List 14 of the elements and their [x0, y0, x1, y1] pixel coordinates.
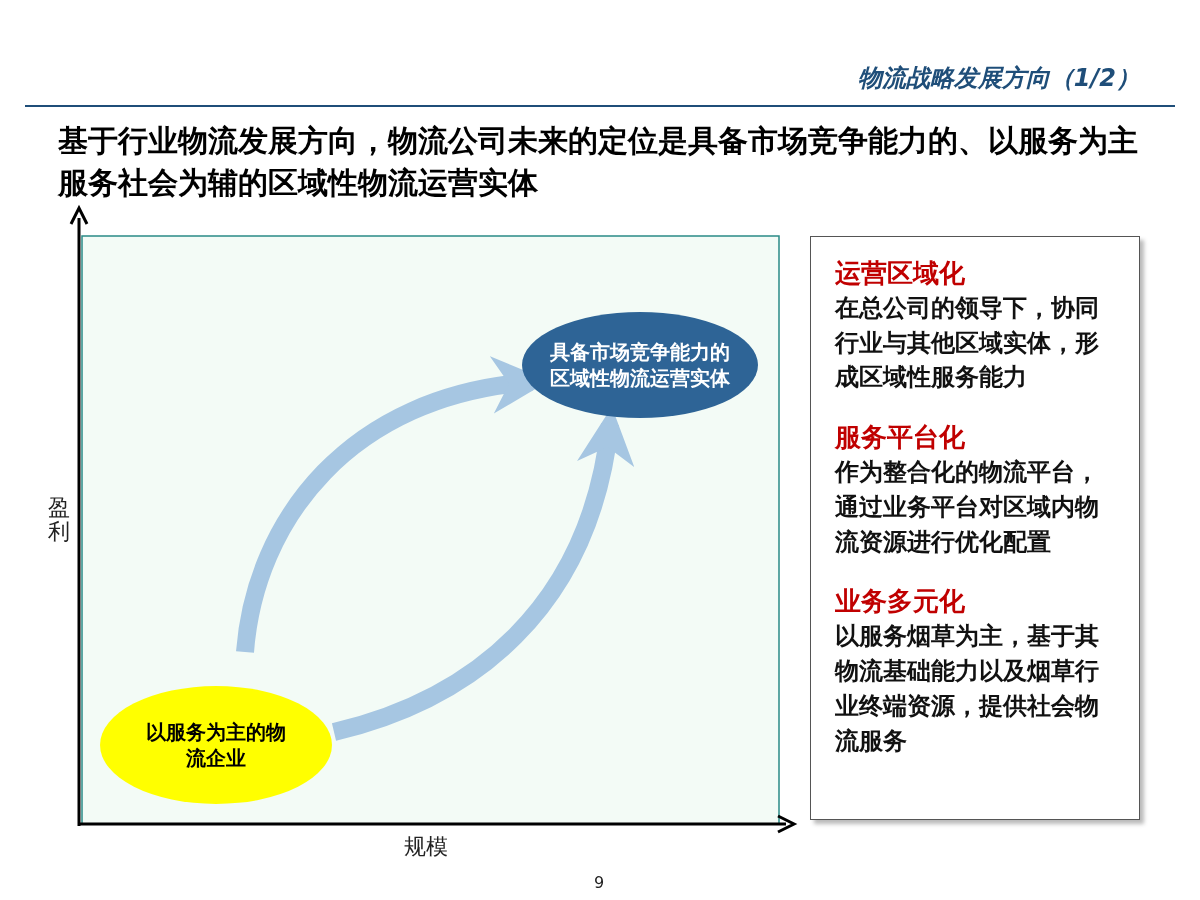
section-heading: 运营区域化 [835, 257, 966, 290]
node-label: 具备市场竞争能力的区域性物流运营实体 [549, 339, 731, 391]
section-body: 作为整合化的物流平台，通过业务平台对区域内物流资源进行优化配置 [835, 457, 1100, 558]
section-body: 以服务烟草为主，基于其物流基础能力以及烟草行业终端资源，提供社会物流服务 [835, 621, 1100, 757]
section-body: 在总公司的领导下，协同行业与其他区域实体，形成区域性服务能力 [835, 292, 1100, 394]
headline: 基于行业物流发展方向，物流公司未来的定位是具备市场竞争能力的、以服务为主服务社会为辅的区域性物流运营实体 [58, 122, 1138, 202]
axis-label: 规模 [404, 833, 448, 861]
node-label: 以服务为主的物流企业 [145, 719, 287, 771]
section-heading: 服务平台化 [835, 421, 966, 455]
text-panel [810, 236, 1140, 820]
page-number: 9 [594, 873, 605, 892]
slide-title: 物流战略发展方向（1/2） [857, 63, 1140, 94]
axis-label: 盈利 [48, 496, 70, 545]
section-heading: 业务多元化 [835, 585, 966, 619]
